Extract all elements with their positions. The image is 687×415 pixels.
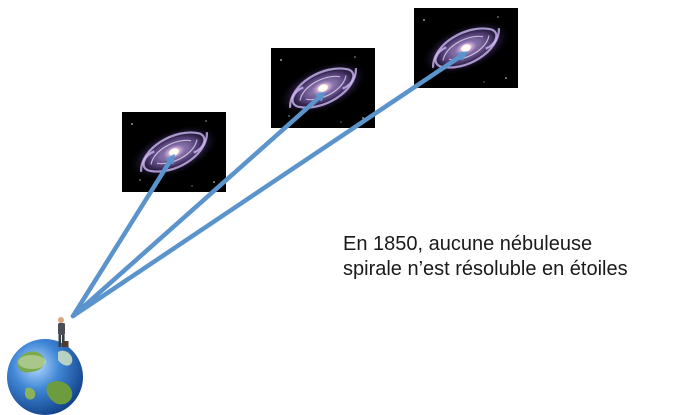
arrow-to-middle-galaxy [70,91,326,319]
galaxy-image-middle [269,46,377,130]
caption-line-1: En 1850, aucune nébuleuse [343,233,593,255]
sight-lines [70,51,469,319]
arrow-to-near-galaxy [70,153,175,319]
caption-text: En 1850, aucune nébuleuse spirale n’est … [343,232,683,282]
arrow-to-far-galaxy [70,51,469,319]
man-standing-figure [58,317,69,347]
earth-globe-image [7,339,83,415]
caption-line-2: spirale n’est résoluble en étoiles [343,258,628,280]
galaxy-image-near [120,110,228,194]
